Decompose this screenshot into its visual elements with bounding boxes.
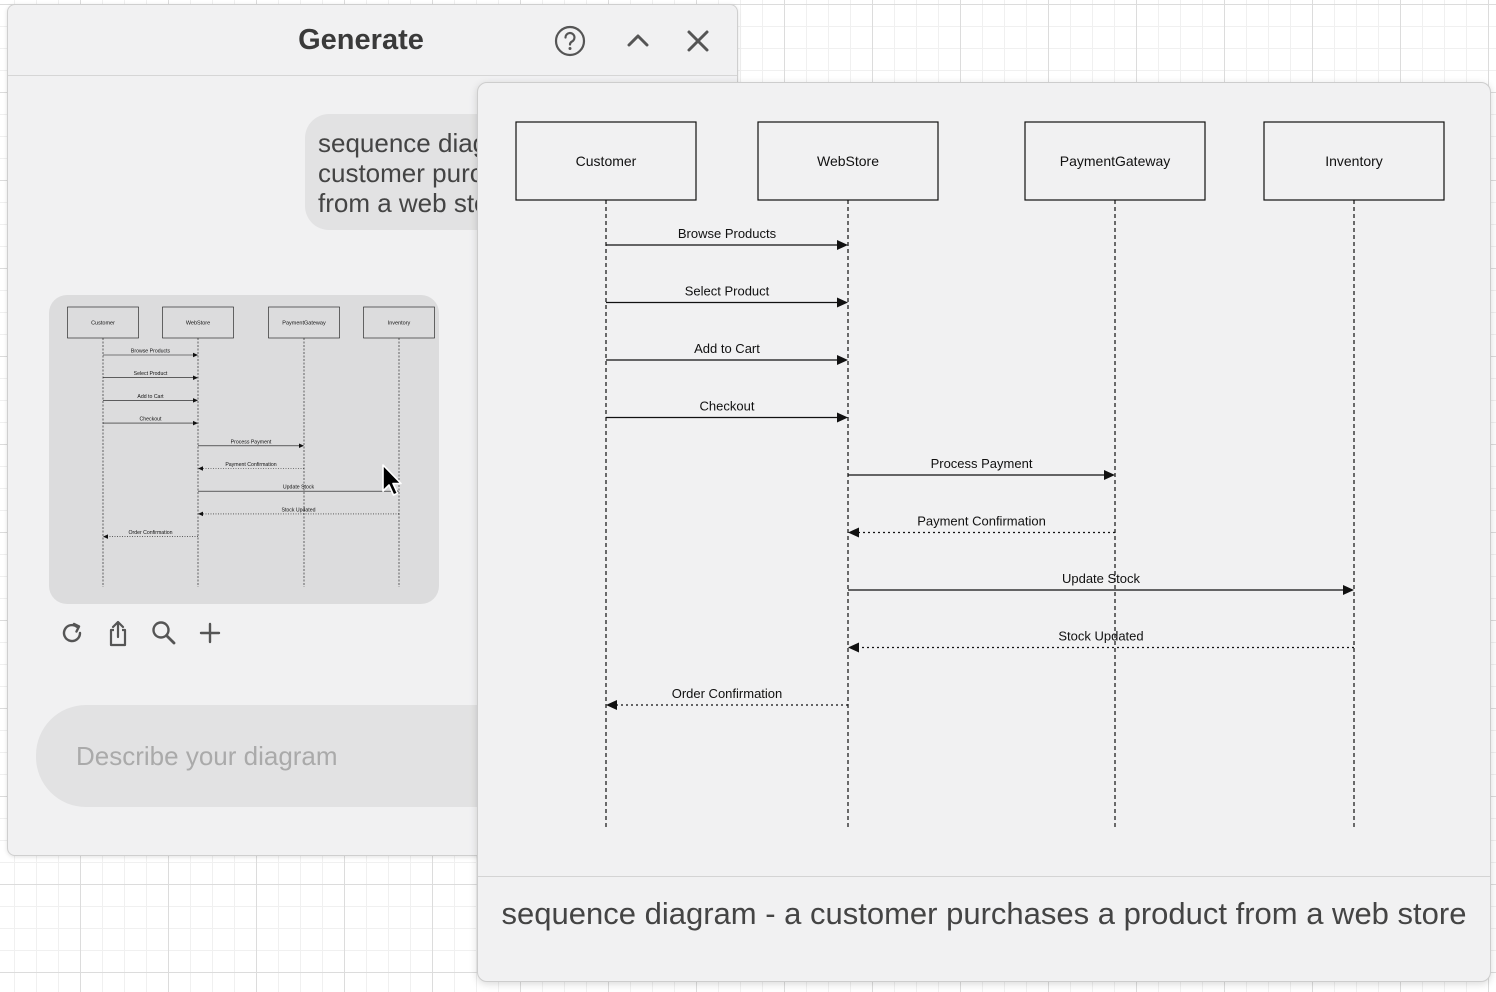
thumbnail-diagram: Customer WebStore PaymentGateway InventoryB…: [67, 306, 435, 587]
thumb-message-label: Checkout: [140, 417, 162, 423]
message-arrow: Process Payment: [848, 456, 1115, 480]
participant-label: Inventory: [1325, 153, 1383, 169]
thumb-message-label: Process Payment: [231, 439, 272, 445]
message-label: Update Stock: [1062, 571, 1141, 586]
sequence-diagram: Customer WebStore PaymentGateway InventoryB…: [515, 121, 1445, 828]
panel-title: Generate: [298, 24, 424, 56]
refresh-icon[interactable]: [57, 618, 87, 648]
thumb-message-label: Add to Cart: [137, 394, 164, 400]
thumb-message-label: Order Confirmation: [128, 530, 172, 536]
thumb-message-arrow: Stock Updated: [198, 507, 399, 517]
participant-label: PaymentGateway: [1060, 153, 1171, 169]
share-icon[interactable]: [103, 618, 133, 648]
thumb-message-label: Browse Products: [131, 349, 171, 355]
message-arrow: Payment Confirmation: [848, 514, 1115, 538]
thumb-message-label: Select Product: [134, 371, 168, 377]
divider: [478, 876, 1490, 877]
participant-webstore: WebStore: [757, 121, 939, 201]
thumb-participant-label: WebStore: [186, 320, 210, 326]
search-icon[interactable]: [149, 618, 179, 648]
message-arrow: Stock Updated: [848, 629, 1354, 653]
participant-label: WebStore: [817, 153, 879, 169]
plus-icon[interactable]: [195, 618, 225, 648]
message-arrow: Add to Cart: [606, 341, 848, 365]
mouse-pointer-icon: [381, 463, 405, 499]
preview-caption: sequence diagram - a customer purchases …: [501, 896, 1467, 931]
message-label: Add to Cart: [694, 341, 760, 356]
thumb-participant-label: Inventory: [388, 320, 411, 326]
participant-label: Customer: [576, 153, 637, 169]
participant-customer: Customer: [515, 121, 697, 201]
thumb-participant-label: PaymentGateway: [282, 320, 326, 326]
message-label: Select Product: [685, 284, 770, 299]
message-label: Checkout: [700, 399, 755, 414]
thumb-message-label: Update Stock: [283, 485, 315, 491]
chevron-up-icon[interactable]: [622, 25, 654, 57]
message-arrow: Order Confirmation: [606, 686, 848, 710]
message-label: Process Payment: [931, 456, 1033, 471]
message-arrow: Update Stock: [848, 571, 1354, 595]
message-arrow: Browse Products: [606, 226, 848, 250]
message-label: Order Confirmation: [672, 686, 783, 701]
thumb-message-arrow: Add to Cart: [103, 394, 198, 403]
help-circle-icon[interactable]: [554, 25, 586, 57]
close-icon[interactable]: [682, 25, 714, 57]
message-arrow: Checkout: [606, 399, 848, 423]
thumb-message-arrow: Order Confirmation: [103, 530, 198, 539]
thumb-message-arrow: Browse Products: [103, 349, 198, 358]
thumb-message-arrow: Checkout: [103, 417, 198, 426]
thumb-message-label: Stock Updated: [281, 507, 315, 513]
thumb-participant-paymentgateway: PaymentGateway: [268, 306, 340, 339]
thumb-message-label: Payment Confirmation: [225, 462, 276, 468]
thumb-message-arrow: Process Payment: [198, 439, 304, 449]
message-label: Browse Products: [678, 226, 777, 241]
generate-header: Generate: [8, 5, 737, 76]
thumb-participant-label: Customer: [91, 320, 115, 326]
participant-paymentgateway: PaymentGateway: [1024, 121, 1206, 201]
message-arrow: Select Product: [606, 284, 848, 308]
thumb-participant-customer: Customer: [67, 306, 139, 339]
message-label: Payment Confirmation: [917, 514, 1046, 529]
thumb-message-arrow: Update Stock: [198, 485, 399, 494]
thumb-message-arrow: Select Product: [103, 371, 198, 380]
participant-inventory: Inventory: [1263, 121, 1445, 201]
thumb-message-arrow: Payment Confirmation: [198, 462, 304, 471]
thumb-participant-webstore: WebStore: [162, 306, 234, 339]
thumb-participant-inventory: Inventory: [363, 306, 435, 339]
message-label: Stock Updated: [1058, 629, 1143, 644]
